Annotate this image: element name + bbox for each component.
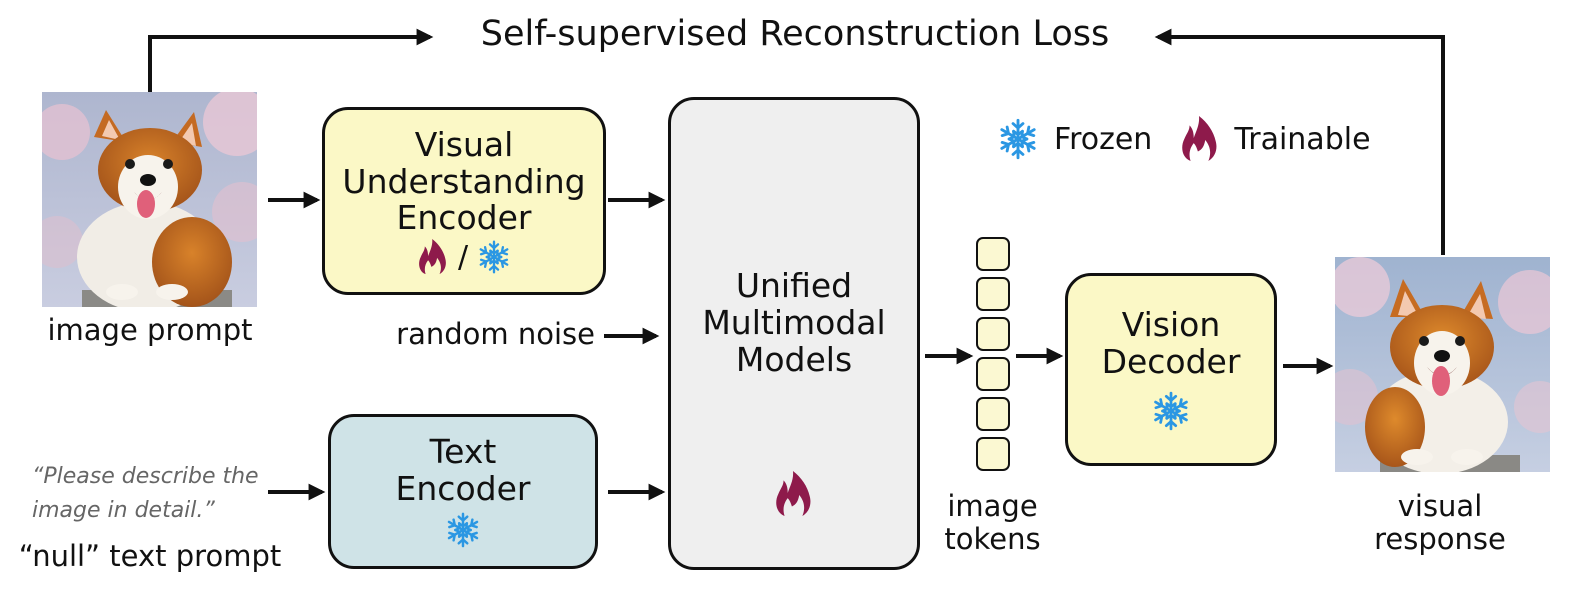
image-token	[976, 397, 1010, 431]
snowflake-icon	[1151, 392, 1191, 431]
flame-icon	[1182, 116, 1217, 161]
image-prompt-label: image prompt	[47, 313, 253, 347]
legend-frozen-label: Frozen	[1054, 121, 1153, 157]
diagram-title: Self-supervised Reconstruction Loss	[480, 14, 1110, 54]
status-separator: /	[457, 239, 469, 275]
visual-response-line-1: visual	[1397, 489, 1483, 523]
umm-line-3: Models	[735, 339, 853, 379]
visual-response-label: visual response	[1340, 489, 1540, 557]
image-tokens-label: image tokens	[930, 489, 1055, 557]
vision-decoder-box: Vision Decoder	[1065, 273, 1277, 466]
quote-line-2: image in detail.”	[32, 498, 215, 523]
image-tokens-line-2: tokens	[944, 522, 1041, 557]
visual-encoder-line-3: Encoder	[396, 198, 532, 238]
snowflake-icon	[477, 240, 511, 274]
unified-multimodal-models-box: Unified Multimodal Models	[668, 97, 920, 570]
quote-line-1: “Please describe the	[32, 464, 259, 489]
image-token	[976, 357, 1010, 391]
visual-encoder-line-2: Understanding	[342, 161, 586, 201]
visual-response-photo	[1335, 257, 1550, 472]
image-prompt-photo	[42, 92, 257, 307]
text-encoder-box: Text Encoder	[328, 414, 598, 569]
umm-line-2: Multimodal	[702, 302, 886, 342]
null-text-prompt-label: “null” text prompt	[18, 539, 282, 573]
visual-response-line-2: response	[1374, 522, 1506, 557]
visual-encoder-line-1: Visual	[414, 124, 514, 164]
legend: Frozen Trainable	[996, 116, 1371, 162]
flame-icon	[419, 239, 446, 275]
image-token	[976, 437, 1010, 471]
text-encoder-line-2: Encoder	[395, 468, 531, 508]
loss-arrow-left	[148, 28, 434, 92]
vision-decoder-line-2: Decoder	[1101, 341, 1241, 381]
snowflake-icon	[997, 118, 1039, 160]
umm-line-1: Unified	[735, 266, 853, 305]
random-noise-label: random noise	[396, 317, 595, 351]
image-token	[976, 237, 1010, 271]
vision-decoder-line-1: Vision	[1121, 304, 1221, 344]
text-encoder-line-1: Text	[429, 431, 497, 471]
legend-trainable-label: Trainable	[1234, 121, 1371, 157]
loss-arrow-right	[1154, 28, 1445, 255]
visual-understanding-encoder-box: Visual Understanding Encoder /	[322, 107, 606, 295]
image-token	[976, 277, 1010, 311]
visual-encoder-status: /	[416, 239, 512, 275]
flame-icon	[776, 470, 811, 516]
quote-prompt: “Please describe the image in detail.”	[32, 460, 267, 528]
snowflake-icon	[445, 513, 481, 548]
image-token	[976, 317, 1010, 351]
image-tokens-line-1: image	[947, 489, 1038, 523]
